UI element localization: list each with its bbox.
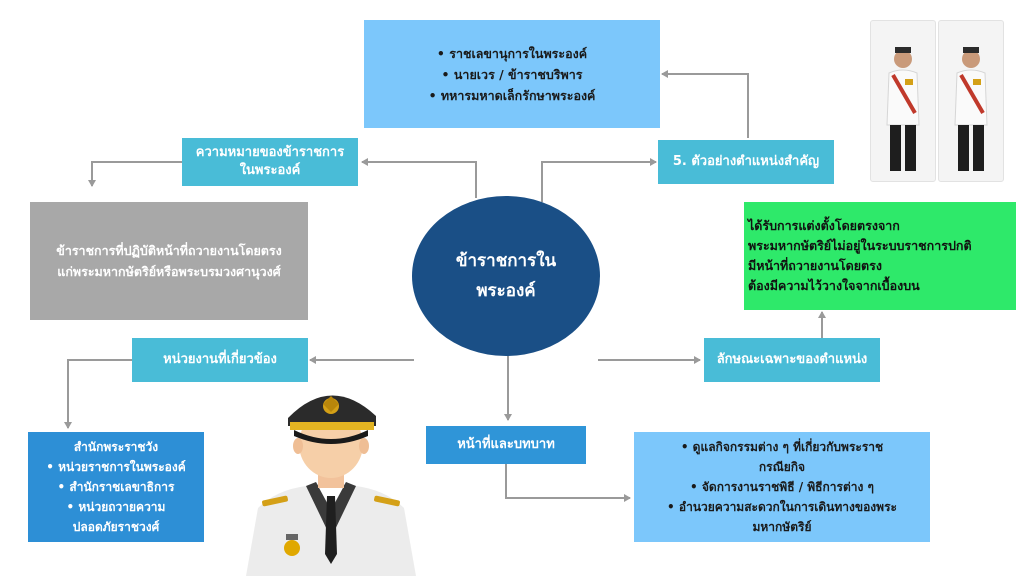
agencies-list-item: • สำนักราชเลขาธิการ — [57, 480, 175, 494]
duties-list-item: มหากษัตริย์ — [752, 520, 812, 534]
agencies-list-item: ปลอดภัยราชวงศ์ — [72, 520, 160, 534]
examples-list-item: • ราชเลขานุการในพระองค์ — [436, 45, 588, 61]
examples-label: 5. ตัวอย่างตำแหน่งสำคัญ — [658, 140, 834, 184]
arrow-icon — [88, 161, 182, 187]
arrow-icon — [361, 158, 477, 198]
arrow-icon — [64, 359, 132, 429]
arrow-icon — [505, 464, 631, 502]
central-topic-line: ข้าราชการใน — [455, 251, 557, 271]
arrow-icon — [541, 158, 657, 202]
central-topic-line: พระองค์ — [476, 281, 536, 301]
duties-list-item: กรณียกิจ — [758, 460, 806, 474]
characteristics-label: ลักษณะเฉพาะของตำแหน่ง — [704, 338, 880, 382]
meaning-label-line: ในพระองค์ — [239, 163, 301, 178]
meaning-label-line: ความหมายของข้าราชการ — [195, 145, 345, 160]
examples-list-item: • นายเวร / ข้าราชบริพาร — [441, 66, 583, 82]
meaning-text-line: แก่พระมหากษัตริย์หรือพระบรมวงศานุวงศ์ — [57, 264, 281, 279]
duties-list-item: • ดูแลกิจกรรมต่าง ๆ ที่เกี่ยวกับพระราช — [680, 440, 884, 454]
agencies-label: หน่วยงานที่เกี่ยวข้อง — [132, 338, 308, 382]
characteristics-text-line: ต้องมีความไว้วางใจจากเบื้องบน — [748, 278, 920, 293]
agencies-list-item: • หน่วยราชการในพระองค์ — [46, 460, 186, 474]
agencies-list-item: • หน่วยถวายความ — [66, 500, 166, 514]
duties-label: หน้าที่และบทบาท — [426, 426, 586, 464]
agencies-label-text: หน่วยงานที่เกี่ยวข้อง — [163, 352, 277, 367]
characteristics-text-line: พระมหากษัตริย์ไม่อยู่ในระบบราชการปกติ — [748, 238, 972, 253]
meaning-text-box: ข้าราชการที่ปฏิบัติหน้าที่ถวายงานโดยตรง … — [30, 202, 308, 320]
characteristics-text-line: ได้รับการแต่งตั้งโดยตรงจาก — [748, 218, 900, 233]
characteristics-text-box: ได้รับการแต่งตั้งโดยตรงจาก พระมหากษัตริย… — [744, 202, 1016, 310]
examples-list-box: • ราชเลขานุการในพระองค์ • นายเวร / ข้ารา… — [364, 20, 660, 128]
duties-list-item: • อำนวยความสะดวกในการเดินทางของพระ — [667, 500, 897, 514]
meaning-label: ความหมายของข้าราชการ ในพระองค์ — [182, 138, 358, 186]
agencies-list-item: สำนักพระราชวัง — [73, 440, 159, 454]
examples-label-text: 5. ตัวอย่างตำแหน่งสำคัญ — [672, 154, 820, 169]
duties-list-box: • ดูแลกิจกรรมต่าง ๆ ที่เกี่ยวกับพระราช ก… — [634, 432, 930, 542]
officer-illustration-icon — [246, 395, 416, 576]
uniform-photo-icon — [870, 20, 936, 182]
characteristics-label-text: ลักษณะเฉพาะของตำแหน่ง — [716, 352, 868, 367]
meaning-text-line: ข้าราชการที่ปฏิบัติหน้าที่ถวายงานโดยตรง — [56, 243, 282, 258]
duties-list-item: • จัดการงานราชพิธี / พิธีการต่าง ๆ — [690, 480, 874, 494]
agencies-list-box: สำนักพระราชวัง • หน่วยราชการในพระองค์ • … — [28, 432, 204, 542]
central-topic-circle: ข้าราชการใน พระองค์ — [412, 196, 600, 356]
examples-list-item: • ทหารมหาดเล็กรักษาพระองค์ — [428, 87, 596, 103]
duties-label-text: หน้าที่และบทบาท — [457, 437, 555, 452]
uniform-photo-icon — [938, 20, 1004, 182]
arrow-icon — [661, 70, 749, 138]
characteristics-text-line: มีหน้าที่ถวายงานโดยตรง — [748, 258, 882, 273]
